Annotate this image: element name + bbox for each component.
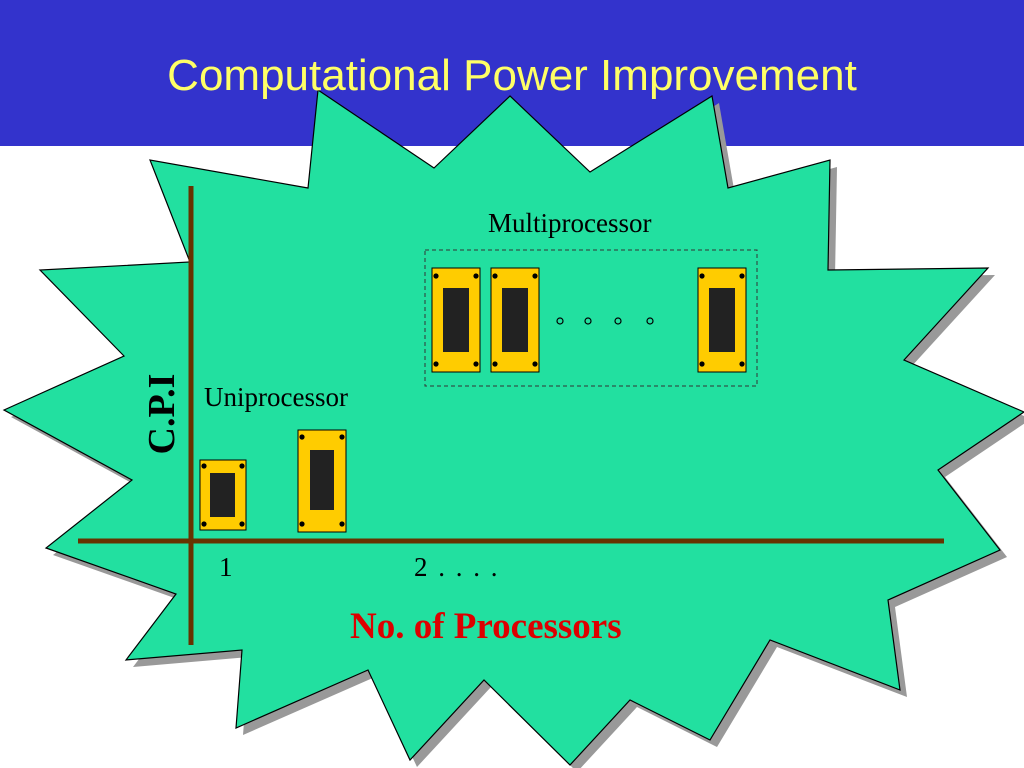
- chip-icon: [199, 459, 247, 531]
- multiprocessor-group-box: [424, 249, 758, 387]
- chip-icon: [297, 429, 347, 533]
- starburst: [2, 88, 1024, 766]
- x-tick-1: 1: [219, 552, 233, 582]
- x-tick-2: 2 . . . .: [414, 552, 500, 582]
- chip-icon: [697, 267, 747, 373]
- multiprocessor-label: Multiprocessor: [488, 208, 652, 238]
- ellipsis-dots: [556, 317, 654, 325]
- slide-title: Computational Power Improvement: [167, 51, 857, 100]
- chip-icon: [490, 267, 540, 373]
- chip-icon: [431, 267, 481, 373]
- x-axis-label: No. of Processors: [350, 606, 622, 647]
- uniprocessor-label: Uniprocessor: [204, 382, 348, 412]
- y-axis-label: C.P.I: [141, 373, 183, 455]
